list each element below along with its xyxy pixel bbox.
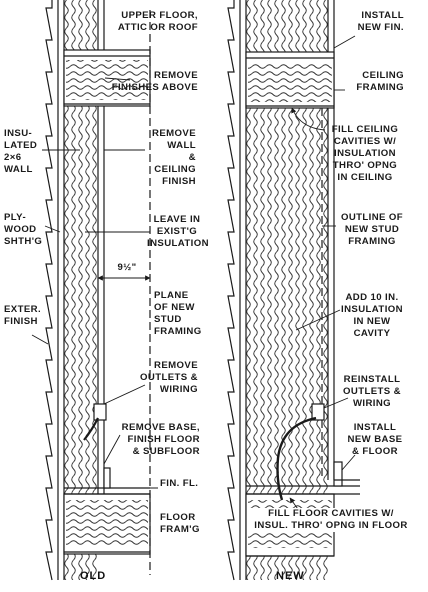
- new-leaders: [289, 35, 356, 513]
- caption-new: NEW: [276, 570, 305, 582]
- new-exterior-siding: [227, 0, 235, 581]
- label-insulated-wall: INSU- LATED 2×6 WALL: [4, 128, 38, 175]
- label-exterior-finish: EXTER. FINISH: [4, 304, 42, 327]
- new-outlet-box: [311, 403, 325, 421]
- label-remove-base: REMOVE BASE, FINISH FLOOR & SUBFLOOR: [121, 422, 200, 457]
- old-baseboard: [103, 467, 111, 489]
- old-section: [45, 0, 151, 581]
- label-plywood: PLY- WOOD SHTH'G: [4, 212, 43, 247]
- label-upper-floor: UPPER FLOOR, ATTIC OR ROOF: [117, 10, 198, 33]
- label-add-insulation: ADD 10 IN. INSULATION IN NEW CAVITY: [341, 292, 403, 339]
- new-wiring: [276, 416, 317, 501]
- new-section: [227, 0, 360, 581]
- label-floor-framg: FLOOR FRAM'G: [160, 512, 200, 535]
- label-fill-ceiling: FILL CEILING CAVITIES W/ INSULATION THRO…: [331, 124, 399, 183]
- label-ceiling-framing: CEILING FRAMING: [356, 70, 404, 93]
- label-remove-wall-ceiling: REMOVE WALL & CEILING FINISH: [152, 128, 196, 187]
- label-install-new-base: INSTALL NEW BASE & FLOOR: [347, 422, 403, 457]
- label-leave-insulation: LEAVE IN EXIST'G INSULATION: [147, 214, 209, 249]
- label-install-new-fin: INSTALL NEW FIN.: [357, 10, 404, 33]
- old-wiring: [83, 417, 99, 441]
- label-fin-fl: FIN. FL.: [160, 478, 199, 489]
- label-plane-new-stud: PLANE OF NEW STUD FRAMING: [154, 290, 202, 337]
- label-remove-finishes: REMOVE FINISHES ABOVE: [111, 70, 198, 93]
- label-outline-new-stud: OUTLINE OF NEW STUD FRAMING: [340, 212, 404, 247]
- old-exterior-siding: [45, 0, 53, 581]
- caption-old: OLD: [80, 570, 107, 582]
- old-outlet-box: [93, 403, 107, 421]
- label-fill-floor: FILL FLOOR CAVITIES W/ INSUL. THRO' OPNG…: [248, 508, 414, 532]
- label-remove-outlets: REMOVE OUTLETS & WIRING: [140, 360, 198, 395]
- old-leaders: [31, 77, 158, 489]
- new-ceiling-insulation: [248, 62, 332, 102]
- new-baseboard: [333, 461, 343, 487]
- old-floor-insulation: [66, 500, 148, 546]
- label-dimension: 9½": [117, 262, 137, 273]
- label-reinstall-outlets: REINSTALL OUTLETS & WIRING: [343, 374, 401, 409]
- old-ceiling-insulation: [66, 60, 148, 100]
